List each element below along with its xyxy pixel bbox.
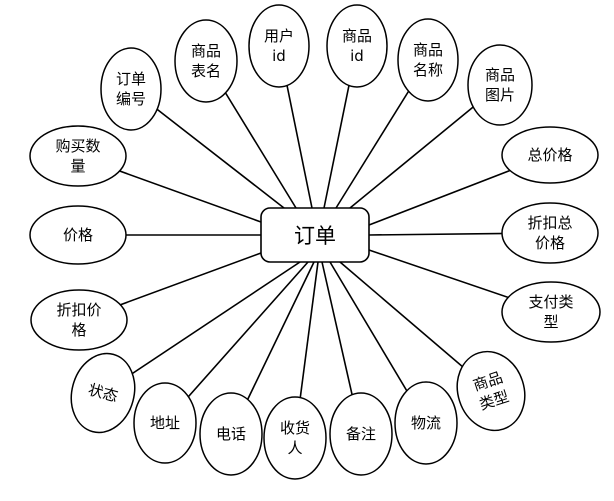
attribute-label-product-thumbnail-line-2: 表名 [191,62,221,80]
attribute-label-price-line-1: 价格 [63,226,93,244]
attribute-label-purchase-quantity-line-1: 购买数 [55,137,100,155]
attribute-ellipse-product-id [326,4,388,88]
attribute-label-recipient-line-2: 人 [287,439,302,457]
attribute-label-order-number-line-1: 订单 [116,70,146,88]
attribute-ellipse-price [29,205,127,265]
attribute-ellipse-payment-type [501,281,601,343]
attribute-remarks: 备注 [329,392,393,476]
attribute-ellipse-recipient [263,396,327,480]
attribute-label-discount-price-line-1: 折扣价 [56,301,101,319]
attribute-ellipse-product-thumbnail [174,19,238,103]
attribute-ellipse-logistics [394,381,458,465]
attribute-ellipse-product-image [467,44,533,126]
attribute-label-total-price-line-1: 总价格 [527,146,572,164]
attribute-recipient: 收货人 [263,396,327,480]
attribute-ellipse-total-price [501,126,599,184]
attribute-label-remarks-line-1: 备注 [346,425,376,443]
attribute-total-price: 总价格 [501,126,599,184]
attribute-label-product-name-line-2: 名称 [413,61,443,79]
attribute-label-user-id-line-2: id [272,47,286,65]
entity-label: 订单 [294,224,336,248]
attribute-label-product-image-line-2: 图片 [485,86,515,104]
attribute-label-discount-price-line-2: 格 [71,321,86,339]
entity-box: 订单 [260,207,370,263]
attribute-status: 状态 [70,352,136,434]
attribute-logistics: 物流 [394,381,458,465]
attribute-ellipse-product-type [456,350,526,432]
attribute-label-product-name-line-1: 商品 [413,41,443,59]
attribute-label-recipient-line-1: 收货 [280,419,310,437]
attribute-label-order-number-line-2: 编号 [116,90,146,108]
attribute-label-phone-line-1: 电话 [216,425,246,443]
attribute-ellipse-discount-price [30,289,128,351]
attribute-ellipse-discount-total-price [501,202,599,264]
attribute-ellipse-order-number [100,47,162,131]
attribute-label-payment-type-line-1: 支付类 [528,293,573,311]
attribute-label-product-id-line-1: 商品 [342,27,372,45]
attribute-label-product-id-line-2: id [350,47,364,65]
attribute-address: 地址 [133,382,197,464]
attribute-ellipse-user-id [248,4,310,88]
entity-rect [260,207,370,263]
attribute-ellipse-phone [199,392,263,476]
attribute-label-address-line-1: 地址 [150,414,180,432]
attribute-label-user-id-line-1: 用户 [264,27,294,45]
attribute-label-discount-total-price-line-2: 价格 [535,234,565,252]
attribute-label-product-thumbnail-line-1: 商品 [191,42,221,60]
attribute-label-product-image-line-1: 商品 [485,66,515,84]
attribute-ellipse-status [70,352,136,434]
attribute-ellipse-remarks [329,392,393,476]
attribute-ellipse-address [133,382,197,464]
attribute-price: 价格 [29,205,127,265]
attribute-label-payment-type-line-2: 型 [543,313,558,331]
attribute-label-purchase-quantity-line-2: 量 [70,157,85,175]
attribute-ellipse-purchase-quantity [29,125,127,187]
connector-status [102,261,301,394]
attribute-user-id: 用户 id [248,4,310,88]
attribute-phone: 电话 [199,392,263,476]
attribute-label-logistics-line-1: 物流 [411,414,441,432]
attribute-product-id: 商品 id [326,4,388,88]
attribute-label-discount-total-price-line-1: 折扣总 [527,214,572,232]
attribute-ellipse-product-name [397,18,459,102]
